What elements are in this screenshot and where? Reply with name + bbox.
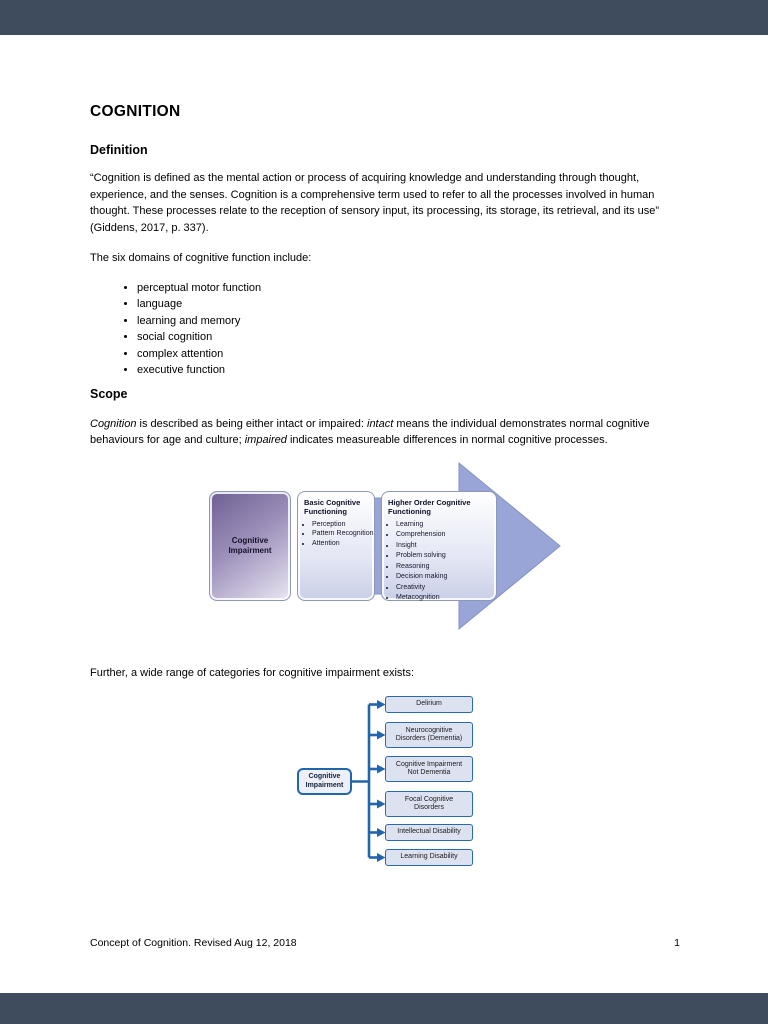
category-label: Neurocognitive Disorders (Dementia) <box>395 726 463 743</box>
footer-text: Concept of Cognition. Revised Aug 12, 20… <box>90 937 297 949</box>
section-heading-definition: Definition <box>90 143 148 157</box>
higher-items-list: Learning Comprehension Insight Problem s… <box>382 520 496 604</box>
higher-order-box: Higher Order Cognitive Functioning Learn… <box>381 490 497 604</box>
list-item: social cognition <box>137 329 680 346</box>
list-item: Pattern Recognition <box>312 529 374 539</box>
category-box: Intellectual Disability <box>385 824 473 841</box>
category-label: Learning Disability <box>400 853 458 861</box>
categories-intro: Further, a wide range of categories for … <box>90 666 415 679</box>
category-label: Intellectual Disability <box>397 828 461 836</box>
tree-connector-lines <box>352 700 386 862</box>
tree-root-box: Cognitive Impairment <box>297 768 352 795</box>
list-item: learning and memory <box>137 313 680 330</box>
list-item: Creativity <box>396 583 496 594</box>
box-title: Higher Order Cognitive Functioning <box>388 497 471 516</box>
list-item: language <box>137 296 680 313</box>
scope-text-part: impaired <box>244 434 287 446</box>
basic-items-list: Perception Pattern Recognition Attention <box>298 520 374 549</box>
list-item: complex attention <box>137 346 680 363</box>
list-item: Learning <box>396 520 496 531</box>
list-item: Insight <box>396 541 496 552</box>
tree-root-label: Cognitive Impairment <box>305 773 344 789</box>
list-item: Comprehension <box>396 530 496 541</box>
category-label: Delirium <box>416 700 442 708</box>
list-item: Perception <box>312 520 374 530</box>
category-tree-diagram: Cognitive Impairment Delirium Neurocogni… <box>297 694 473 870</box>
list-item: Problem solving <box>396 551 496 562</box>
page-number: 1 <box>674 937 680 949</box>
list-item: Metacognition <box>396 593 496 604</box>
flow-arrow-diagram: Cognitive Impairment Basic Cognitive Fun… <box>209 461 561 631</box>
list-item: Decision making <box>396 572 496 583</box>
category-box: Neurocognitive Disorders (Dementia) <box>385 722 473 748</box>
viewer-top-bar <box>0 0 768 35</box>
viewer-bottom-bar <box>0 993 768 1024</box>
scope-text-part: Cognition <box>90 417 137 430</box>
category-label: Cognitive Impairment Not Dementia <box>395 760 463 777</box>
section-heading-scope: Scope <box>90 386 128 401</box>
basic-cognitive-box: Basic Cognitive Functioning Perception P… <box>297 490 375 601</box>
box-label: Cognitive Impairment <box>228 535 272 555</box>
domains-list: perceptual motor function language learn… <box>90 280 680 379</box>
box-title: Basic Cognitive Functioning <box>304 497 361 516</box>
category-box: Focal Cognitive Disorders <box>385 791 473 817</box>
category-box: Cognitive Impairment Not Dementia <box>385 756 473 782</box>
document-page: COGNITION Definition “Cognition is defin… <box>0 35 768 993</box>
cognitive-impairment-box: Cognitive Impairment <box>209 490 291 601</box>
category-box: Learning Disability <box>385 849 473 866</box>
doc-title: COGNITION <box>90 103 181 120</box>
scope-text-part: is described as being either intact or i… <box>136 417 367 430</box>
category-label: Focal Cognitive Disorders <box>404 795 454 812</box>
category-box: Delirium <box>385 696 473 713</box>
list-item: Reasoning <box>396 562 496 573</box>
domains-intro: The six domains of cognitive function in… <box>90 252 312 264</box>
list-item: executive function <box>137 362 680 379</box>
list-item: Attention <box>312 539 374 549</box>
arrowhead-icons <box>377 700 386 862</box>
page-footer: Concept of Cognition. Revised Aug 12, 20… <box>90 936 680 950</box>
scope-text-part: intact <box>367 417 394 430</box>
definition-paragraph: “Cognition is defined as the mental acti… <box>90 172 660 234</box>
list-item: perceptual motor function <box>137 280 680 297</box>
scope-paragraph: Cognition is described as being either i… <box>90 416 680 449</box>
scope-text-part: means the individual demonstrates normal… <box>90 417 650 447</box>
scope-text-part: indicates measureable differences in nor… <box>286 434 608 446</box>
